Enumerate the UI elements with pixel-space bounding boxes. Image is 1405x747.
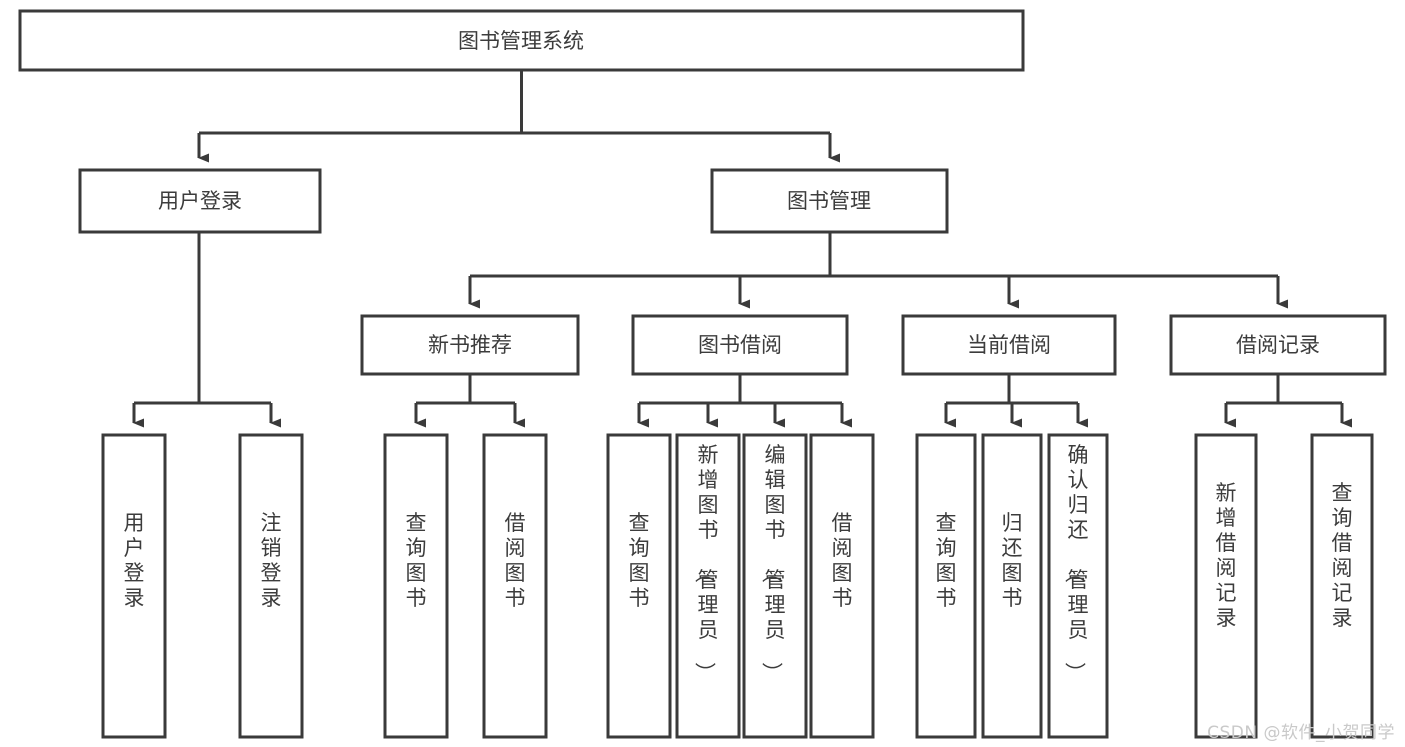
node-user-login-box[interactable] <box>78 168 322 234</box>
node-new-book-rec-box[interactable] <box>360 314 580 376</box>
node-leaf-return-book-box[interactable] <box>981 433 1043 739</box>
node-root-label: 图书管理系统 <box>458 29 584 53</box>
node-leaf-confirm-return[interactable]: 确认归还（管理员） <box>1047 433 1109 739</box>
node-leaf-user-login[interactable]: 用户登录 <box>101 433 167 739</box>
node-book-manage-box[interactable] <box>710 168 949 234</box>
node-leaf-query-book-1[interactable]: 查询图书 <box>383 433 449 739</box>
node-new-book-rec-label: 新书推荐 <box>428 333 512 357</box>
node-borrow-record[interactable]: 借阅记录 <box>1169 314 1387 376</box>
node-leaf-add-book[interactable]: 新增图书（管理员） <box>675 433 741 739</box>
node-root-box[interactable] <box>18 9 1025 72</box>
node-leaf-return-book[interactable]: 归还图书 <box>981 433 1043 739</box>
node-user-login[interactable]: 用户登录 <box>78 168 322 234</box>
node-leaf-query-book-2-label: 查询图书 <box>629 511 650 610</box>
node-leaf-user-login-label: 用户登录 <box>124 511 145 610</box>
node-book-borrow-box[interactable] <box>631 314 849 376</box>
node-root[interactable]: 图书管理系统 <box>18 9 1025 72</box>
node-leaf-logout-box[interactable] <box>238 433 304 739</box>
node-leaf-add-record[interactable]: 新增借阅记录 <box>1194 433 1258 739</box>
node-borrow-record-box[interactable] <box>1169 314 1387 376</box>
node-leaf-confirm-return-label: 确认归还（管理员） <box>1063 443 1089 683</box>
node-book-manage[interactable]: 图书管理 <box>710 168 949 234</box>
node-book-borrow[interactable]: 图书借阅 <box>631 314 849 376</box>
node-leaf-query-record[interactable]: 查询借阅记录 <box>1310 433 1374 739</box>
connector-group <box>132 70 1352 428</box>
node-leaf-borrow-book-2-box[interactable] <box>809 433 875 739</box>
node-user-login-label: 用户登录 <box>158 189 242 213</box>
node-leaf-query-book-2[interactable]: 查询图书 <box>606 433 672 739</box>
node-leaf-borrow-book-1[interactable]: 借阅图书 <box>482 433 548 739</box>
node-book-manage-label: 图书管理 <box>787 189 871 213</box>
node-leaf-borrow-book-2-label: 借阅图书 <box>832 511 853 610</box>
node-leaf-query-book-1-label: 查询图书 <box>406 511 427 610</box>
node-leaf-add-book-label: 新增图书（管理员） <box>693 443 719 683</box>
node-leaf-query-book-3-label: 查询图书 <box>936 511 957 610</box>
node-leaf-user-login-box[interactable] <box>101 433 167 739</box>
node-new-book-rec[interactable]: 新书推荐 <box>360 314 580 376</box>
node-current-borrow-box[interactable] <box>901 314 1117 376</box>
node-book-borrow-label: 图书借阅 <box>698 333 782 357</box>
node-leaf-add-record-box[interactable] <box>1194 433 1258 739</box>
node-borrow-record-label: 借阅记录 <box>1236 333 1320 357</box>
node-leaf-add-record-label: 新增借阅记录 <box>1216 481 1237 630</box>
node-leaf-query-book-2-box[interactable] <box>606 433 672 739</box>
node-leaf-borrow-book-2[interactable]: 借阅图书 <box>809 433 875 739</box>
node-leaf-query-record-label: 查询借阅记录 <box>1332 481 1353 630</box>
node-leaf-add-book-box[interactable] <box>675 433 741 739</box>
node-leaf-logout-label: 注销登录 <box>261 511 282 610</box>
node-leaf-confirm-return-box[interactable] <box>1047 433 1109 739</box>
node-leaf-edit-book-label: 编辑图书（管理员） <box>760 443 786 683</box>
node-leaf-query-book-3-box[interactable] <box>915 433 977 739</box>
node-current-borrow-label: 当前借阅 <box>967 333 1051 357</box>
node-leaf-query-record-box[interactable] <box>1310 433 1374 739</box>
node-leaf-edit-book-box[interactable] <box>742 433 808 739</box>
node-leaf-return-book-label: 归还图书 <box>1002 511 1023 610</box>
node-leaf-borrow-book-1-box[interactable] <box>482 433 548 739</box>
node-leaf-query-book-3[interactable]: 查询图书 <box>915 433 977 739</box>
node-leaf-edit-book[interactable]: 编辑图书（管理员） <box>742 433 808 739</box>
node-leaf-borrow-book-1-label: 借阅图书 <box>505 511 526 610</box>
node-leaf-logout[interactable]: 注销登录 <box>238 433 304 739</box>
node-leaf-query-book-1-box[interactable] <box>383 433 449 739</box>
csdn-watermark: CSDN @软件_小贺同学 <box>1207 723 1395 743</box>
node-current-borrow[interactable]: 当前借阅 <box>901 314 1117 376</box>
